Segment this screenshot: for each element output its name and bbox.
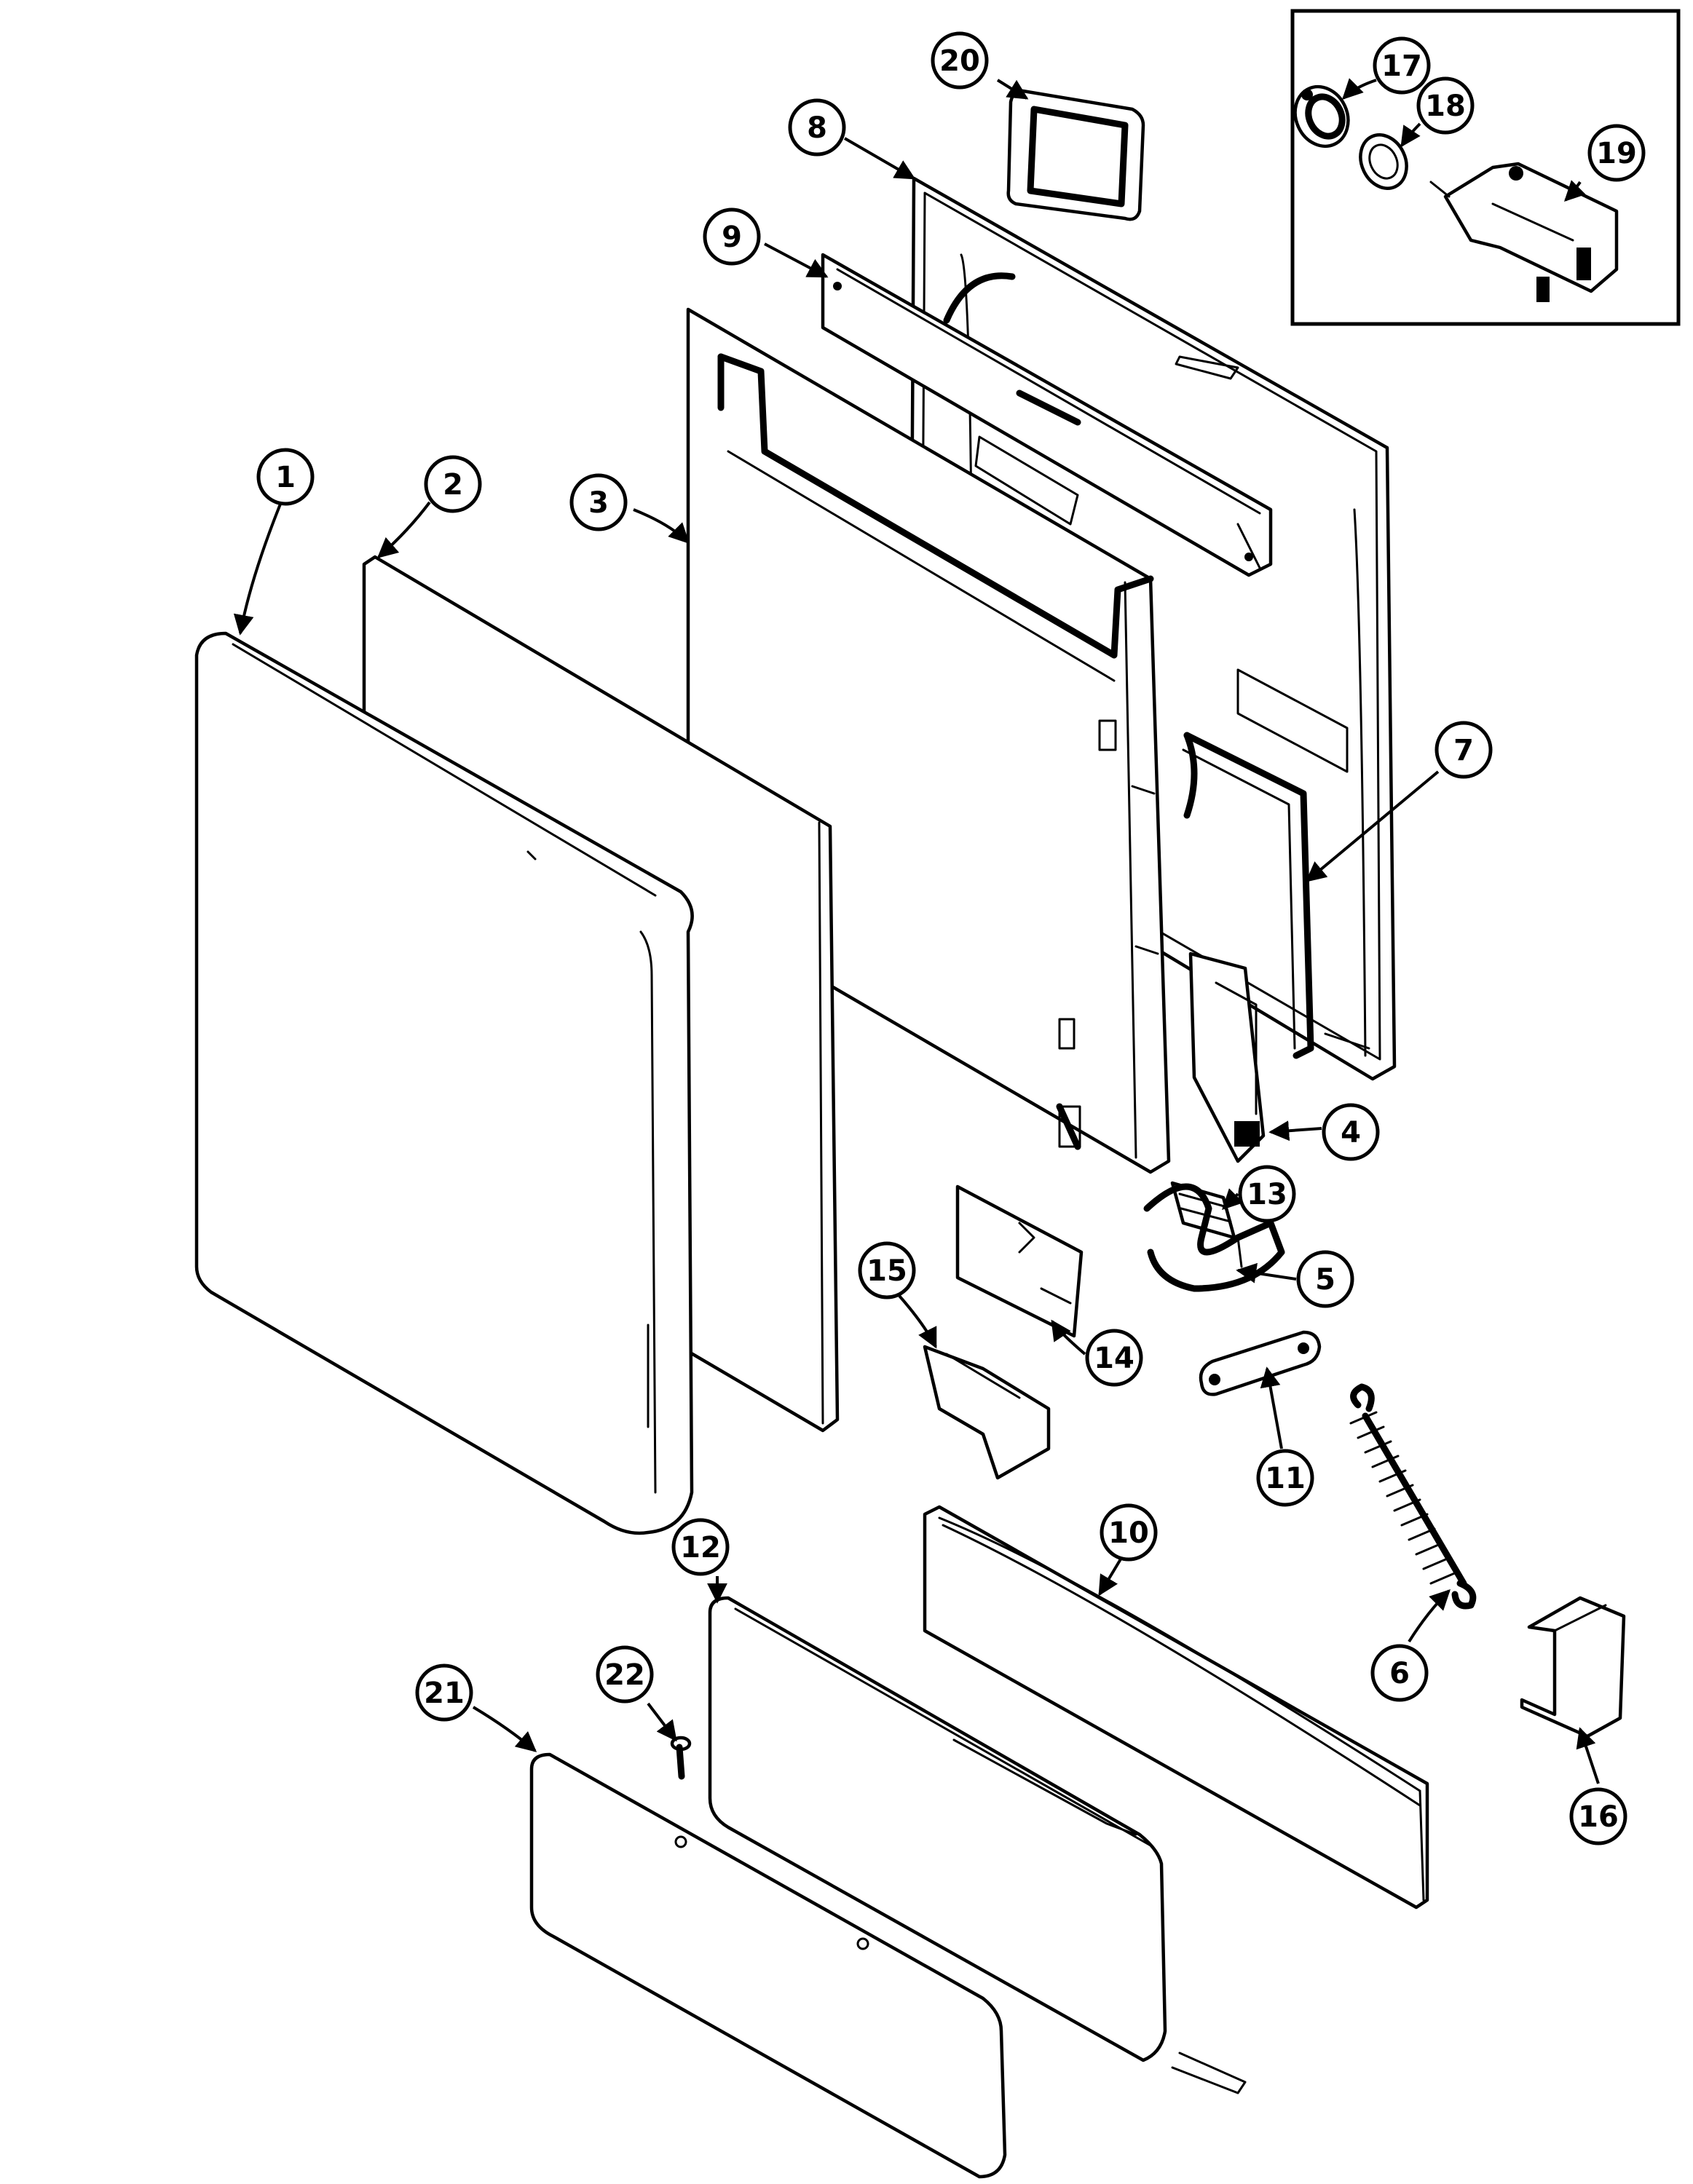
callout-14: 14 <box>1085 1329 1143 1387</box>
callout-18: 18 <box>1416 76 1475 135</box>
leader-18 <box>1400 122 1421 148</box>
callout-label-1: 1 <box>275 461 296 494</box>
callout-7: 7 <box>1434 721 1493 779</box>
part-12-control-panel <box>708 1596 1247 2094</box>
leader-13 <box>1222 1188 1244 1210</box>
callout-label-6: 6 <box>1389 1657 1410 1690</box>
callout-label-4: 4 <box>1341 1116 1361 1150</box>
callout-6: 6 <box>1370 1644 1429 1702</box>
callout-19: 19 <box>1587 124 1646 182</box>
leader-7 <box>1305 770 1440 882</box>
callout-9: 9 <box>703 207 761 266</box>
callout-label-18: 18 <box>1425 90 1466 123</box>
part-16-end-cap <box>1520 1596 1626 1738</box>
leader-22 <box>647 1702 677 1742</box>
callout-label-2: 2 <box>443 468 463 502</box>
part-10-lower-insulation <box>923 1505 1429 1910</box>
callout-5: 5 <box>1296 1250 1354 1308</box>
part-18-bezel-ring <box>1359 133 1408 190</box>
part-7-door-gasket <box>1182 732 1314 1059</box>
leader-8 <box>843 137 916 180</box>
callout-10: 10 <box>1100 1503 1158 1562</box>
callout-label-10: 10 <box>1108 1516 1149 1550</box>
leader-3 <box>633 508 690 544</box>
leader-20 <box>996 79 1029 100</box>
callout-label-7: 7 <box>1453 734 1474 767</box>
callout-label-11: 11 <box>1265 1462 1306 1495</box>
inset-frame <box>1290 9 1681 326</box>
leader-15 <box>898 1294 937 1349</box>
part-17-knob-cap <box>1293 84 1350 149</box>
leader-6 <box>1408 1589 1451 1643</box>
callout-21: 21 <box>415 1663 473 1722</box>
callout-4: 4 <box>1322 1103 1380 1161</box>
leader-1 <box>233 494 285 636</box>
part-20-vent-gasket <box>1006 89 1145 221</box>
leader-10 <box>1098 1556 1123 1597</box>
callout-label-19: 19 <box>1596 137 1637 170</box>
callout-label-14: 14 <box>1094 1342 1134 1375</box>
callout-12: 12 <box>671 1518 730 1576</box>
leader-5 <box>1236 1262 1297 1283</box>
leader-11 <box>1260 1366 1283 1449</box>
callout-label-17: 17 <box>1381 50 1422 83</box>
callout-label-22: 22 <box>604 1658 645 1692</box>
part-22-screw <box>670 1736 692 1780</box>
callout-3: 3 <box>569 473 628 531</box>
leaders <box>233 78 1600 1784</box>
callout-15: 15 <box>858 1241 916 1299</box>
leader-17 <box>1342 78 1377 100</box>
callouts: 1 2 3 4 5 6 7 8 9 10 11 12 13 14 15 16 1… <box>256 31 1646 1845</box>
leader-14 <box>1051 1319 1086 1356</box>
part-15-clip <box>923 1345 1051 1480</box>
leader-2 <box>376 501 431 558</box>
callout-label-3: 3 <box>588 486 609 520</box>
part-5-hinge-bracket <box>1143 1183 1285 1292</box>
callout-20: 20 <box>931 31 989 90</box>
callout-17: 17 <box>1373 36 1431 95</box>
callout-label-5: 5 <box>1315 1263 1335 1297</box>
leader-4 <box>1268 1120 1322 1142</box>
callout-16: 16 <box>1569 1787 1627 1845</box>
part-1-outer-door-panel <box>194 631 694 1535</box>
leader-16 <box>1576 1727 1600 1784</box>
part-4-latch-bracket <box>1188 951 1266 1163</box>
callout-1: 1 <box>256 448 315 506</box>
part-6-spring <box>1349 1383 1477 1610</box>
callout-22: 22 <box>596 1645 654 1704</box>
leader-21 <box>472 1706 537 1752</box>
part-14-bracket <box>955 1184 1084 1338</box>
part-19-selector-switch <box>1429 162 1619 302</box>
part-21-console-front <box>529 1752 1007 2179</box>
callout-label-15: 15 <box>867 1254 907 1288</box>
callout-label-8: 8 <box>807 111 827 145</box>
callout-label-12: 12 <box>680 1531 721 1564</box>
callout-label-16: 16 <box>1578 1800 1619 1834</box>
callout-2: 2 <box>424 455 482 513</box>
callout-label-21: 21 <box>424 1677 465 1710</box>
callout-8: 8 <box>788 98 846 157</box>
callout-label-13: 13 <box>1247 1178 1287 1211</box>
callout-label-9: 9 <box>722 221 742 254</box>
leader-9 <box>764 242 829 278</box>
leader-19 <box>1564 180 1586 202</box>
callout-11: 11 <box>1256 1449 1314 1507</box>
part-11-link <box>1199 1330 1322 1396</box>
callout-label-20: 20 <box>939 44 980 78</box>
part-9-top-channel <box>821 253 1273 577</box>
callout-13: 13 <box>1238 1165 1296 1223</box>
